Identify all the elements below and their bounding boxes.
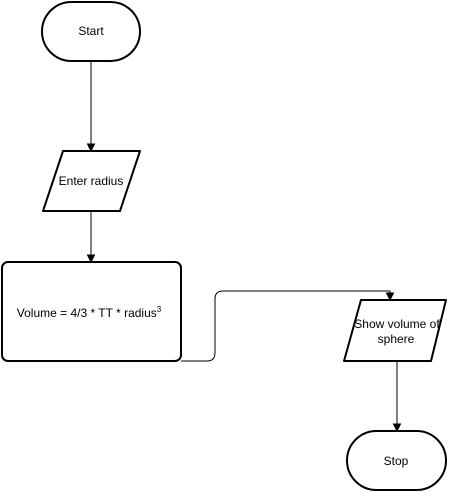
- output-label-line2: sphere: [378, 332, 415, 346]
- stop-terminator[interactable]: Stop: [346, 430, 447, 491]
- output-label-line1: Show volume of: [354, 317, 440, 331]
- process-exponent: 3: [157, 305, 162, 314]
- connector-output-to-stop: [392, 361, 402, 433]
- arrowhead: [385, 292, 395, 302]
- arrowhead: [86, 143, 96, 153]
- arrowhead: [86, 254, 96, 264]
- input-parallelogram[interactable]: Enter radius: [42, 150, 141, 212]
- stop-label: Stop: [384, 454, 409, 468]
- process-label: Volume = 4/3 * TT * radius3: [17, 305, 162, 320]
- output-parallelogram[interactable]: Show volume of sphere: [343, 299, 447, 362]
- start-label: Start: [78, 24, 104, 38]
- process-formula: Volume = 4/3 * TT * radius: [17, 306, 157, 320]
- connector-input-to-process: [86, 211, 96, 264]
- connector-start-to-input: [86, 61, 96, 153]
- process-box[interactable]: Volume = 4/3 * TT * radius3: [1, 261, 182, 362]
- input-label: Enter radius: [59, 174, 124, 188]
- arrowhead: [392, 423, 402, 433]
- start-terminator[interactable]: Start: [41, 1, 141, 62]
- connector-process-to-output: [181, 290, 395, 362]
